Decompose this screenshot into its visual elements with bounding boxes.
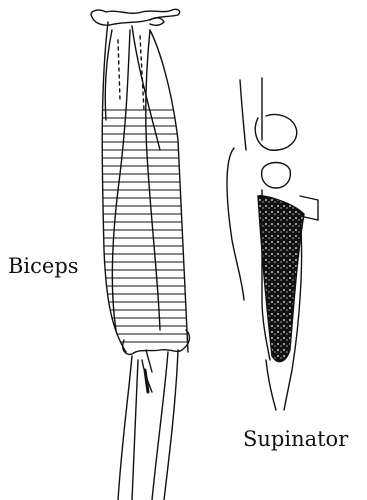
ulna-bone <box>152 350 178 500</box>
tendon-stipple <box>145 370 148 392</box>
biceps-figure <box>91 9 200 500</box>
supinator-figure <box>227 78 318 410</box>
biceps-short-head <box>146 30 160 330</box>
lateral-epicondyle-outline <box>227 148 244 300</box>
radius-bone <box>118 356 138 500</box>
biceps-label: Biceps <box>8 254 79 278</box>
humerus-shaft <box>240 78 262 150</box>
radius-head <box>262 163 291 189</box>
biceps-long-head <box>112 30 130 330</box>
supinator-label: Supinator <box>243 427 348 451</box>
forearm-outline-left <box>266 360 276 410</box>
coracoid-process <box>150 18 164 25</box>
biceps-hatching <box>96 110 200 342</box>
upper-tendon-dashes <box>118 36 144 110</box>
scapula-outline <box>91 9 180 25</box>
